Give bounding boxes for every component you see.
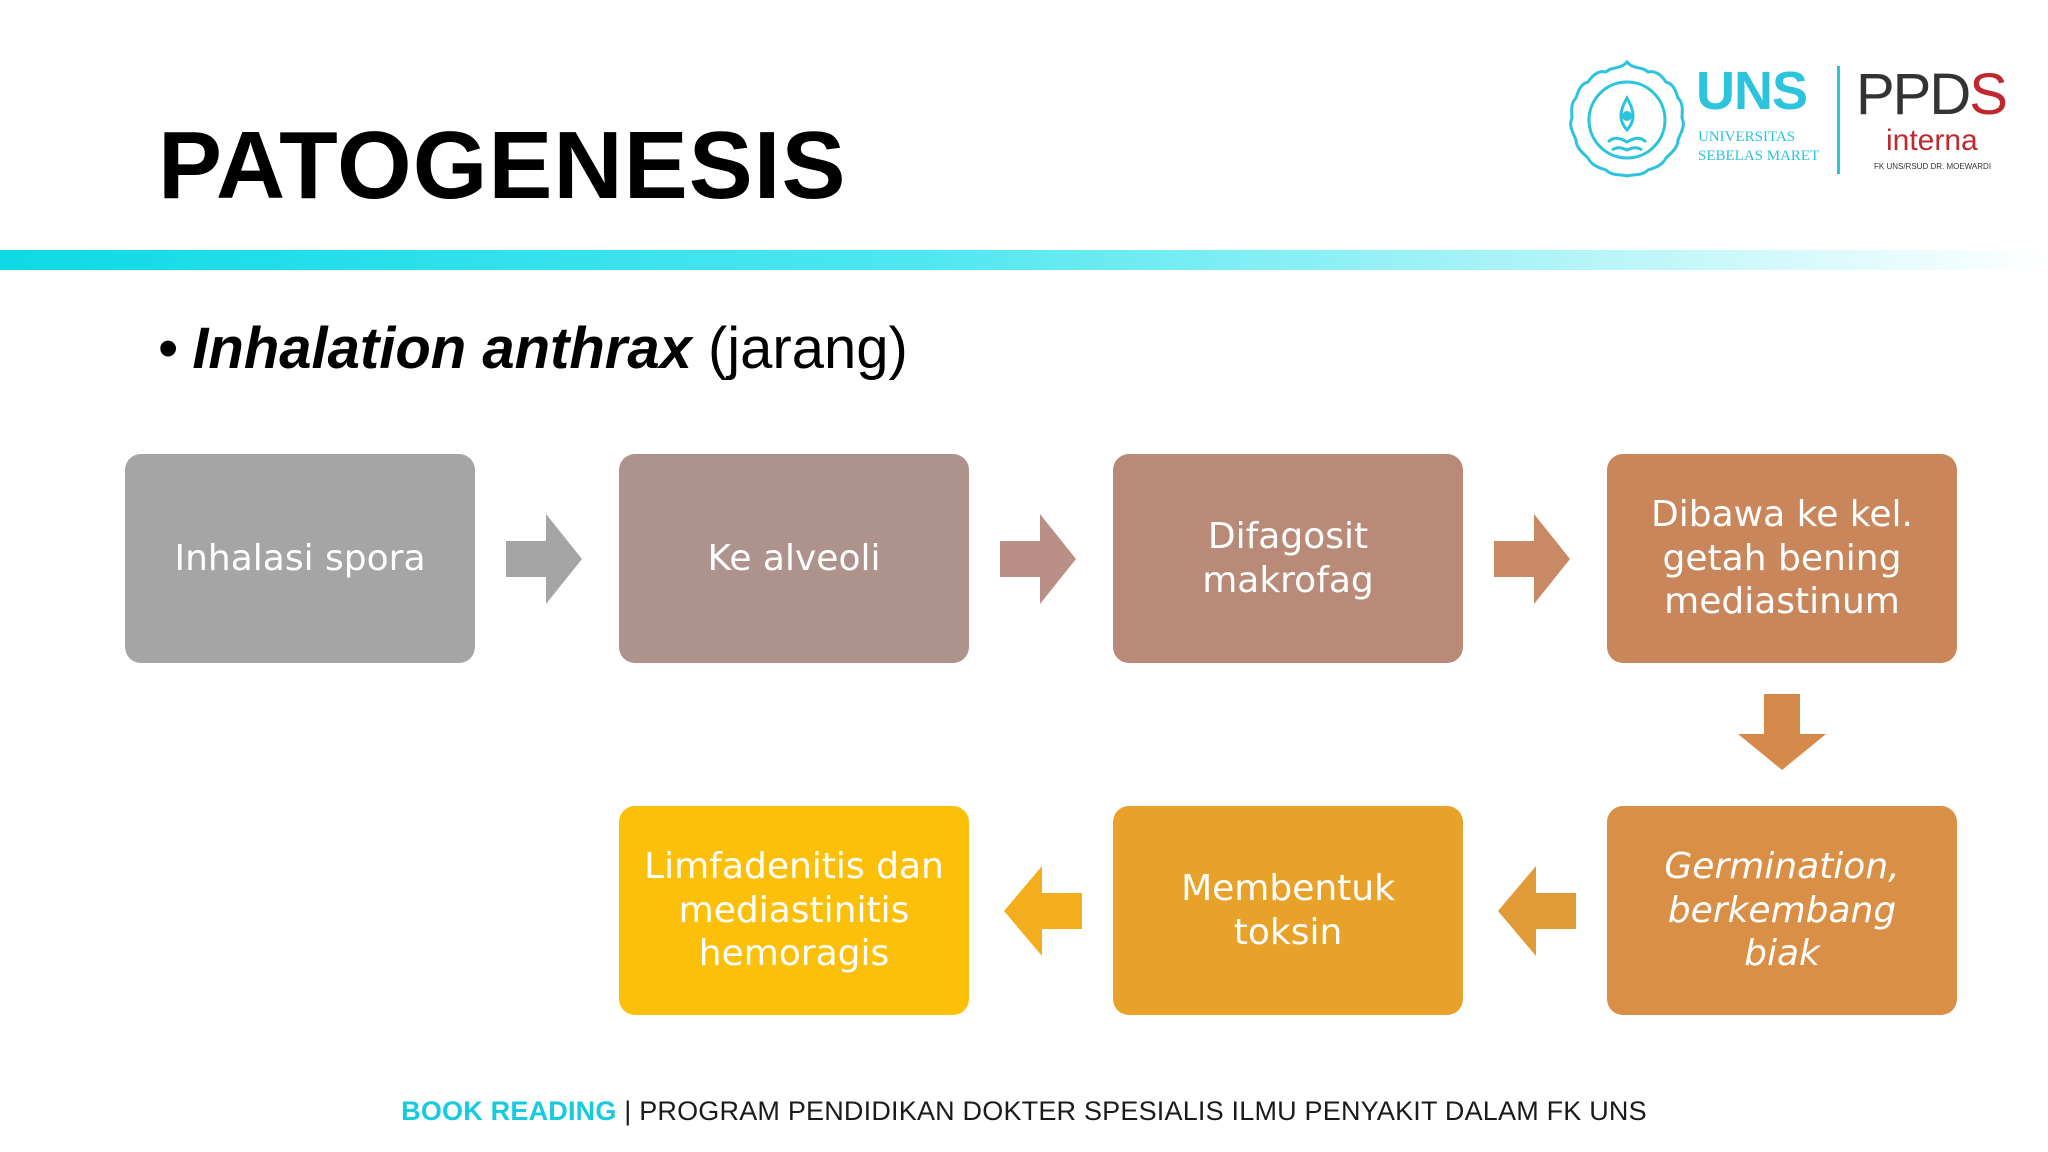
footer: BOOK READING | PROGRAM PENDIDIKAN DOKTER… bbox=[0, 1096, 2048, 1127]
flow-step-label: Membentuk toksin bbox=[1181, 867, 1395, 953]
bullet-point: •Inhalation anthrax (jarang) bbox=[158, 314, 908, 384]
arrow-left-icon bbox=[1004, 866, 1082, 956]
footer-text: PROGRAM PENDIDIKAN DOKTER SPESIALIS ILMU… bbox=[639, 1096, 1647, 1126]
ppds-wordmark-s: S bbox=[1969, 62, 2008, 127]
uns-subtitle-line1: UNIVERSITAS bbox=[1698, 129, 1796, 145]
arrow-left-icon bbox=[1498, 866, 1576, 956]
bullet-note: (jarang) bbox=[707, 316, 908, 381]
flow-step-7: Limfadenitis dan mediastinitis hemoragis bbox=[619, 806, 969, 1015]
bullet-term: Inhalation anthrax bbox=[192, 316, 692, 381]
logo-area: UNS UNIVERSITAS SEBELAS MARET PPDS inter… bbox=[1568, 56, 2028, 186]
arrow-right-icon bbox=[506, 514, 582, 604]
ppds-wordmark: PPDS bbox=[1856, 66, 2008, 124]
uns-seal-logo bbox=[1569, 59, 1685, 178]
flow-step-label: Ke alveoli bbox=[707, 537, 881, 579]
flow-step-4: Dibawa ke kel. getah bening mediastinum bbox=[1607, 454, 1957, 663]
ppds-wordmark-main: PPD bbox=[1856, 62, 1971, 127]
flow-step-label: Dibawa ke kel. getah bening mediastinum bbox=[1651, 493, 1913, 623]
flow-step-3: Difagosit makrofag bbox=[1113, 454, 1463, 663]
slide-title: PATOGENESIS bbox=[158, 112, 847, 219]
interna-wordmark: interna bbox=[1886, 124, 1978, 157]
footer-separator: | bbox=[616, 1096, 640, 1126]
flow-step-6: Membentuk toksin bbox=[1113, 806, 1463, 1015]
uns-subtitle-line2: SEBELAS MARET bbox=[1698, 147, 1820, 164]
uns-wordmark: UNS bbox=[1696, 61, 1808, 121]
interna-tagline: FK UNS/RSUD DR. MOEWARDI bbox=[1874, 162, 1992, 171]
flow-step-5: Germination, berkembang biak bbox=[1607, 806, 1957, 1015]
flow-step-label: Inhalasi spora bbox=[174, 537, 426, 579]
bullet-marker: • bbox=[158, 316, 179, 381]
flow-step-label: Limfadenitis dan mediastinitis hemoragis bbox=[644, 845, 944, 975]
uns-subtitle: UNIVERSITAS SEBELAS MARET bbox=[1698, 128, 1819, 166]
flow-step-2: Ke alveoli bbox=[619, 454, 969, 663]
arrow-right-icon bbox=[1494, 514, 1570, 604]
footer-brand: BOOK READING bbox=[401, 1096, 617, 1126]
arrow-down-icon bbox=[1738, 694, 1826, 770]
flow-step-1: Inhalasi spora bbox=[125, 454, 475, 663]
arrow-right-icon bbox=[1000, 514, 1076, 604]
flow-step-label: Difagosit makrofag bbox=[1202, 515, 1374, 601]
logo-divider bbox=[1837, 66, 1840, 174]
flow-step-label: Germination, berkembang biak bbox=[1664, 845, 1900, 975]
accent-bar bbox=[0, 250, 2048, 270]
